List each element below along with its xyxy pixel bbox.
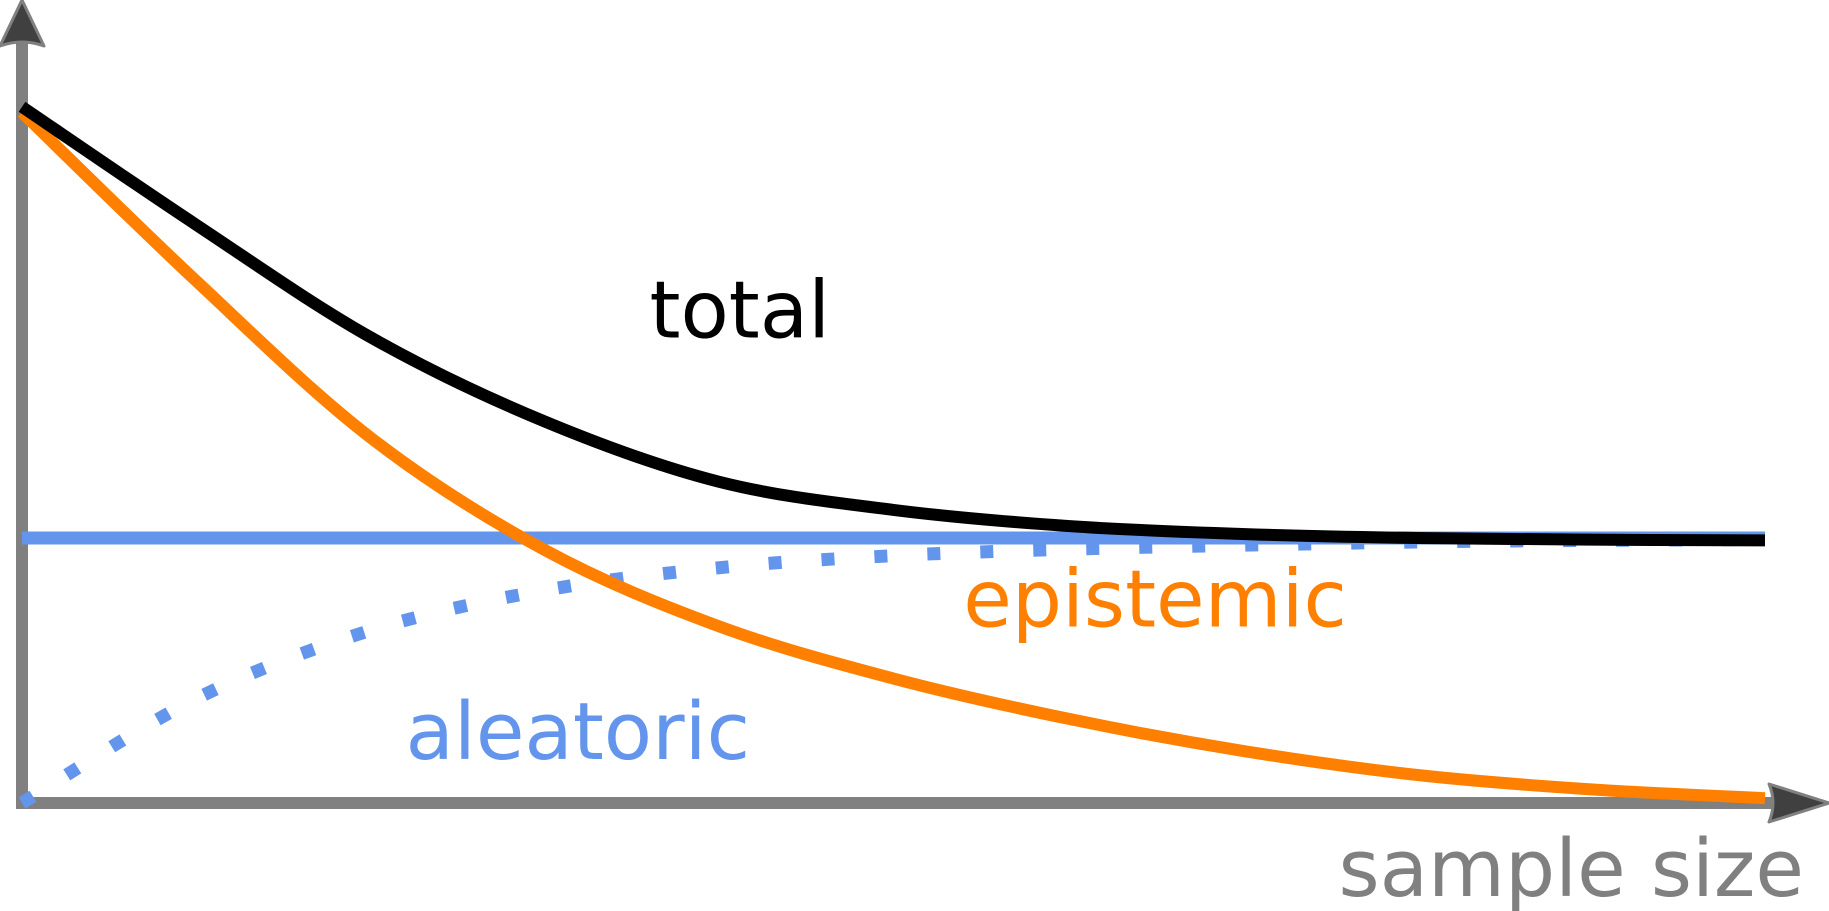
series-label-epistemic: epistemic (963, 553, 1347, 645)
y-axis-arrowhead-icon (0, 0, 46, 48)
series-label-total: total (649, 264, 830, 356)
axes (0, 0, 1829, 824)
annotation-layer: total epistemic aleatoric (405, 264, 1347, 778)
series-line-aleatoric (18, 533, 1766, 809)
series-line-epistemic (17, 108, 1766, 805)
series-layer (17, 101, 1766, 809)
series-line-total (18, 101, 1766, 547)
x-axis-title: sample size (1338, 823, 1804, 911)
x-axis-arrowhead-icon (1767, 782, 1829, 824)
series-label-aleatoric: aleatoric (405, 686, 750, 778)
